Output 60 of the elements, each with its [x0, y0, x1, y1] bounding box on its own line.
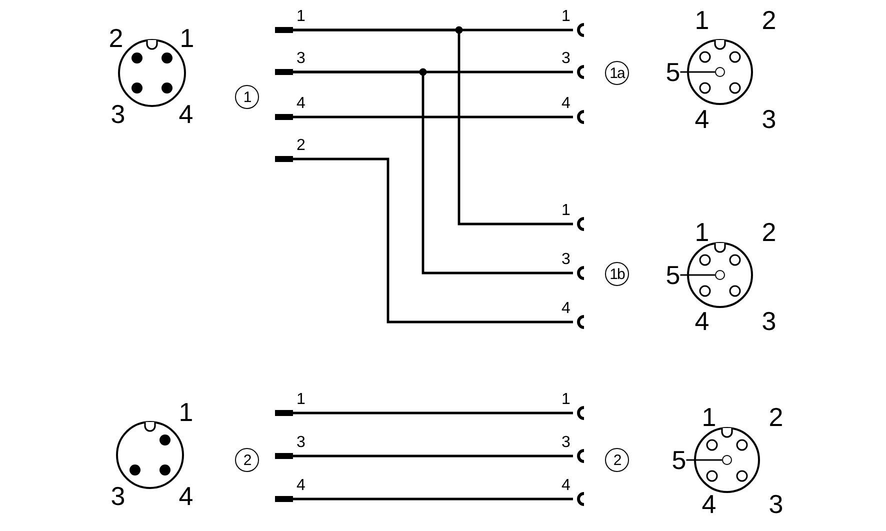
wire [293, 28, 573, 226]
pin-number: 3 [762, 308, 776, 334]
pin-number: 5 [672, 447, 686, 473]
pin-number: 1 [562, 9, 570, 25]
pin-number: 1 [694, 219, 710, 245]
center-pin [715, 67, 725, 77]
pin-number: 4 [562, 478, 570, 494]
pin-number: 3 [110, 101, 126, 127]
pin-number: 4 [178, 101, 194, 127]
pin-number: 2 [296, 138, 306, 154]
pin-number: 1 [562, 392, 570, 408]
pin-number: 4 [296, 96, 306, 112]
callout-number: 2 [235, 448, 259, 472]
wire [293, 116, 573, 118]
pin-number: 3 [768, 491, 784, 517]
pin-number: 2 [768, 404, 784, 430]
callout-number: 1b [605, 262, 629, 286]
pin-number: 1 [702, 404, 716, 430]
pin-number: 4 [694, 308, 710, 334]
plug-contact [275, 453, 293, 459]
plug-contact [275, 27, 293, 33]
pin-number: 5 [666, 59, 680, 85]
pin-number: 2 [762, 219, 776, 245]
plug-contact [275, 156, 293, 162]
wire [293, 454, 573, 458]
pin-number: 4 [694, 106, 710, 132]
plug-contact [275, 496, 293, 502]
wire [293, 498, 573, 500]
wire [293, 70, 573, 274]
plug-contact [275, 69, 293, 75]
pin-number: 2 [108, 25, 124, 51]
pin-number: 1 [178, 399, 194, 425]
pin-number: 3 [562, 51, 570, 67]
pin-number: 3 [762, 106, 776, 132]
pin-number: 5 [666, 262, 680, 288]
pin-number: 4 [702, 491, 716, 517]
pin-number: 1 [180, 25, 194, 51]
pin-number: 1 [296, 392, 306, 408]
pin-number: 3 [562, 435, 570, 451]
pin-number: 3 [296, 51, 306, 67]
pin-number: 4 [562, 96, 570, 112]
plug-contact [275, 410, 293, 416]
callout-number: 2 [605, 448, 629, 472]
pin-number: 4 [296, 478, 306, 494]
pin-number: 3 [562, 252, 570, 268]
pin-number: 3 [110, 483, 126, 509]
pin-number: 4 [178, 483, 194, 509]
wire [293, 412, 573, 414]
pin-number: 2 [762, 7, 776, 33]
pin-number: 4 [562, 301, 570, 317]
pin-number: 1 [694, 7, 710, 33]
center-pin [722, 455, 732, 465]
center-pin [715, 270, 725, 280]
pin-number: 1 [562, 203, 570, 219]
pin-number: 3 [296, 435, 306, 451]
callout-number: 1a [605, 61, 629, 85]
callout-number: 1 [235, 85, 259, 109]
wire [293, 158, 573, 324]
pin-number: 1 [296, 9, 306, 25]
plug-contact [275, 114, 293, 120]
